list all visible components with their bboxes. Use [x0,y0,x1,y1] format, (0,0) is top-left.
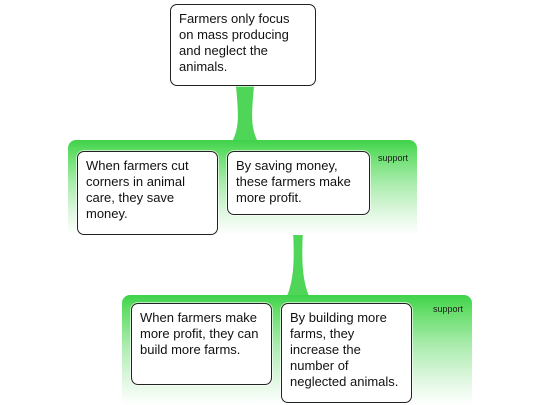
support-label: support [433,304,464,314]
support-label: support [378,153,409,163]
connector-premise-to-group-2 [287,214,309,296]
claim-card[interactable]: Farmers only focus on mass producing and… [170,4,316,86]
premise-card[interactable]: When farmers make more profit, they can … [131,303,272,385]
connector-claim-to-group-1 [233,86,257,140]
premise-card[interactable]: When farmers cut corners in animal care,… [77,151,218,235]
premise-card[interactable]: By building more farms, they increase th… [281,303,412,403]
premise-card[interactable]: By saving money, these farmers make more… [227,151,370,215]
